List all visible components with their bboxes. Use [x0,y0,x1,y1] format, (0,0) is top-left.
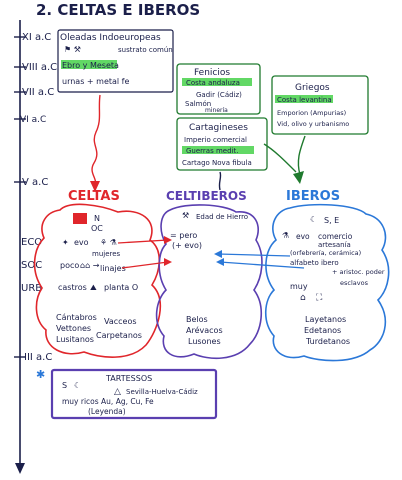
svg-text:castros: castros [58,283,87,292]
svg-text:artesanía: artesanía [318,241,351,249]
iberos-content: ☾ S, E ⚗ evo comercio artesanía (orfebre… [282,215,385,346]
tick-label: III a.C [24,352,52,363]
iberos-cloud [264,203,390,362]
svg-text:Lusones: Lusones [188,337,221,346]
svg-text:⚘ ⚗: ⚘ ⚗ [100,238,117,247]
page-title: 2. CELTAS E IBEROS [36,1,200,19]
svg-text:S: S [62,381,67,390]
svg-text:Cántabros: Cántabros [56,313,97,322]
svg-text:Layetanos: Layetanos [305,315,346,324]
svg-text:Arévacos: Arévacos [186,325,223,335]
svg-text:Lusitanos: Lusitanos [56,335,94,344]
svg-text:Turdetanos: Turdetanos [305,337,350,346]
svg-text:Edad de Hierro: Edad de Hierro [196,213,248,221]
timeline-arrowhead [15,463,25,474]
indoeuropeas-box: Oleadas Indoeuropeas ⚑ ⚒ sustrato común … [57,29,174,93]
griegos-box: Griegos Costa levantina Emporion (Ampuri… [271,75,369,135]
svg-text:⚒: ⚒ [182,211,189,220]
svg-text:△: △ [114,387,121,397]
svg-text:Emporion (Ampurias): Emporion (Ampurias) [277,109,346,117]
svg-text:Cartagineses: Cartagineses [189,123,248,133]
svg-text:evo: evo [296,232,310,241]
svg-text:Fenicios: Fenicios [194,68,230,78]
svg-text:Cartago Nova fibula: Cartago Nova fibula [182,159,252,167]
svg-text:✱: ✱ [36,368,45,381]
svg-text:+ aristoc. poder: + aristoc. poder [332,268,385,276]
svg-text:OC: OC [91,224,103,233]
celtiberos-cloud [155,204,263,360]
celtas-cloud [33,203,162,358]
svg-text:⌂: ⌂ [300,293,306,303]
svg-text:comercio: comercio [318,232,353,241]
svg-text:Carpetanos: Carpetanos [96,331,142,340]
svg-text:Vacceos: Vacceos [104,317,137,326]
connectors [90,94,306,192]
celtiberos-content: ⚒ Edad de Hierro = pero (+ evo) Belos Ar… [170,211,248,346]
svg-text:Belos: Belos [186,315,208,324]
tartessos-box: ✱ TARTESSOS S ☾ △ Sevilla-Huelva-Cádiz m… [36,368,218,420]
svg-text:urnas + metal fe: urnas + metal fe [62,77,129,86]
svg-text:sustrato común: sustrato común [118,46,173,54]
svg-text:Edetanos: Edetanos [304,326,341,335]
celtiberos-heading: CELTIBEROS [166,189,247,203]
tick-label: XI a.C [22,32,51,43]
svg-text:(Leyenda): (Leyenda) [88,407,126,416]
svg-text:Gadir (Cádiz): Gadir (Cádiz) [196,91,242,99]
svg-text:minería: minería [205,107,228,114]
timeline-ticks [14,36,26,358]
celtas-heading: CELTAS [68,189,120,204]
svg-text:evo: evo [74,238,89,247]
celtas-content: N OC ✦ evo ⚘ ⚗ mujeres poco ⌂⌂ → linajes… [56,213,142,344]
svg-text:⛰: ⛰ [90,283,97,292]
svg-text:linajes: linajes [100,264,126,273]
svg-text:✦: ✦ [62,238,69,247]
svg-text:= pero: = pero [170,231,197,240]
svg-text:Vettones: Vettones [56,324,91,333]
svg-text:muy: muy [290,282,308,291]
svg-text:⌂⌂ →: ⌂⌂ → [80,261,100,270]
svg-text:alfabeto ibero: alfabeto ibero [290,259,339,267]
iberos-heading: IBEROS [286,189,340,204]
svg-text:Guerras medit.: Guerras medit. [186,147,238,155]
svg-text:(+ evo): (+ evo) [172,241,202,250]
svg-text:Costa levantina: Costa levantina [277,96,332,104]
svg-text:N: N [94,214,100,223]
fenicios-box: Fenicios Costa andaluza Gadir (Cádiz) Sa… [176,63,261,115]
svg-text:⛶: ⛶ [315,292,323,303]
svg-text:⚗: ⚗ [282,231,289,240]
svg-text:esclavos: esclavos [340,279,369,287]
svg-text:Ebro y Meseta: Ebro y Meseta [62,61,119,70]
row-label-soc: SOC [21,260,42,271]
cartagineses-box: Cartagineses Imperio comercial Guerras m… [176,117,268,171]
tick-label: V a.C [22,177,48,188]
svg-text:Griegos: Griegos [295,83,330,93]
svg-text:☾: ☾ [74,381,81,390]
svg-text:Costa andaluza: Costa andaluza [186,79,240,87]
tick-label: VIII a.C [22,62,57,73]
svg-text:poco: poco [60,261,79,270]
svg-text:Oleadas Indoeuropeas: Oleadas Indoeuropeas [60,33,161,43]
svg-text:(orfebrería, cerámica): (orfebrería, cerámica) [290,249,361,257]
tick-label: VII a.C [22,87,54,98]
svg-text:Salmón: Salmón [185,100,211,108]
row-label-urb: URB [21,283,42,294]
svg-text:Imperio comercial: Imperio comercial [184,136,247,144]
svg-text:Vid, olivo y urbanismo: Vid, olivo y urbanismo [277,120,349,128]
svg-text:mujeres: mujeres [92,250,121,258]
svg-text:⚑ ⚒: ⚑ ⚒ [64,45,81,54]
svg-text:S, E: S, E [324,216,339,225]
row-label-eco: ECO [21,237,42,248]
tick-label: VI a.C [20,115,46,125]
svg-text:☾: ☾ [310,215,317,224]
svg-text:TARTESSOS: TARTESSOS [105,374,152,383]
svg-text:Sevilla-Huelva-Cádiz: Sevilla-Huelva-Cádiz [126,388,198,396]
cross-arrows [117,236,305,269]
svg-text:planta O: planta O [104,283,138,292]
svg-text:muy ricos Au, Ag, Cu, Fe: muy ricos Au, Ag, Cu, Fe [62,397,154,406]
